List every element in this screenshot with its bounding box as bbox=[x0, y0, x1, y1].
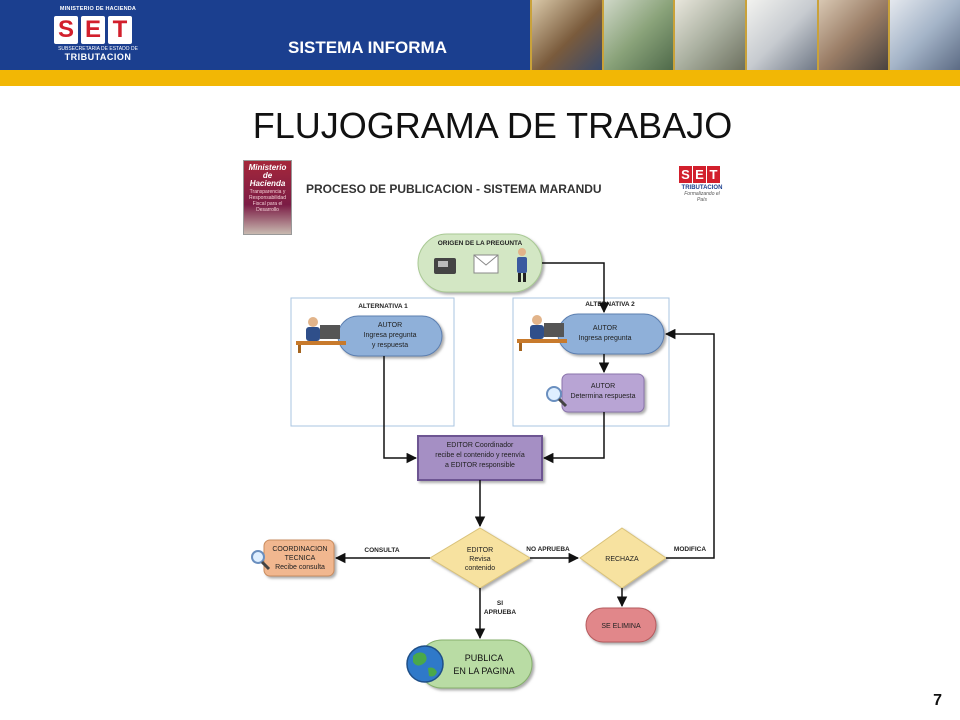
header-photo-strip bbox=[530, 0, 960, 70]
editor-coord-line2: recibe el contenido y reenvía bbox=[435, 452, 525, 459]
worker-at-desk-icon bbox=[517, 315, 567, 351]
autor1-line2: Ingresa pregunta bbox=[364, 332, 417, 339]
logo-letter-t: T bbox=[108, 16, 132, 44]
aprueba-label: APRUEBA bbox=[484, 609, 516, 616]
modifica-label: MODIFICA bbox=[674, 546, 706, 553]
computer-mouse-photo bbox=[673, 0, 746, 70]
process-banner: Ministerio de Hacienda Transparencia y R… bbox=[243, 160, 725, 235]
worker-at-desk-icon bbox=[296, 317, 346, 353]
logo-letter-s: S bbox=[54, 16, 78, 44]
process-title: PROCESO DE PUBLICACION - SISTEMA MARANDU bbox=[306, 182, 602, 196]
alternativa-1-label: ALTERNATIVA 1 bbox=[358, 303, 408, 310]
autor1-line1: AUTOR bbox=[378, 322, 402, 329]
origin-label: ORIGEN DE LA PREGUNTA bbox=[438, 240, 523, 247]
origin-to-autor2-arrow bbox=[542, 262, 610, 314]
page-title: FLUJOGRAMA DE TRABAJO bbox=[252, 105, 733, 146]
autor1-to-editor-arrow bbox=[383, 356, 418, 464]
rechaza-label: RECHAZA bbox=[605, 556, 639, 563]
coordinacion-line3: Recibe consulta bbox=[275, 564, 325, 571]
alternativa-2-label: ALTERNATIVA 2 bbox=[585, 301, 635, 308]
dot-com-photo bbox=[601, 0, 674, 70]
mh-text: Transparencia y Responsabilidad Fiscal p… bbox=[249, 189, 286, 213]
logo-subsecretaria: SUBSECRETARIA DE ESTADO DE bbox=[58, 46, 138, 52]
mh-title: Ministerio de Hacienda bbox=[248, 163, 287, 188]
si-label: SI bbox=[497, 600, 503, 607]
banner-set-slogan: Formalizando el País bbox=[684, 191, 720, 203]
autor3-line1: AUTOR bbox=[591, 383, 615, 390]
cd-disc-photo bbox=[888, 0, 960, 70]
logo-letter-e: E bbox=[81, 16, 105, 44]
autor-ingresa-pregunta-node bbox=[557, 313, 665, 355]
coordinacion-line1: COORDINACION bbox=[272, 546, 327, 553]
editor-revisa-line2: Revisa bbox=[469, 556, 491, 563]
banner-letter-e: E bbox=[693, 166, 706, 183]
header-gold-stripe bbox=[0, 70, 960, 86]
coordinacion-line2: TECNICA bbox=[285, 555, 316, 562]
logo-tributacion: TRIBUTACION bbox=[64, 52, 132, 62]
envelope-icon bbox=[473, 254, 499, 274]
connectors bbox=[334, 262, 715, 640]
header-title: SISTEMA INFORMA bbox=[288, 38, 447, 57]
editor-revisa-line3: contenido bbox=[465, 565, 495, 572]
publica-line2: EN LA PAGINA bbox=[453, 666, 514, 676]
se-elimina-label: SE ELIMINA bbox=[601, 623, 641, 630]
logo-ministry: MINISTERIO DE HACIENDA bbox=[59, 6, 137, 12]
ok-cancel-keys-photo bbox=[745, 0, 817, 70]
publica-line1: PUBLICA bbox=[465, 653, 504, 663]
banner-set-tributacion: TRIBUTACION bbox=[681, 185, 723, 191]
banner-set-logo: S E T TRIBUTACION Formalizando el País bbox=[679, 166, 725, 203]
header: MINISTERIO DE HACIENDA S E T SUBSECRETAR… bbox=[0, 0, 960, 88]
autor2-line1: AUTOR bbox=[593, 325, 617, 332]
editor-revisa-line1: EDITOR bbox=[467, 547, 493, 554]
autor2-line2: Ingresa pregunta bbox=[579, 335, 632, 342]
magnifier-icon bbox=[546, 386, 568, 408]
call-center-photo bbox=[530, 0, 602, 70]
autor3-to-editor-arrow bbox=[542, 412, 605, 464]
set-logo: MINISTERIO DE HACIENDA S E T SUBSECRETAR… bbox=[48, 6, 148, 66]
banner-letter-t: T bbox=[707, 166, 720, 183]
autor1-line3: y respuesta bbox=[372, 342, 408, 349]
editor-coord-line3: a EDITOR responsible bbox=[445, 462, 515, 469]
page-number: 7 bbox=[933, 692, 942, 709]
banner-letter-s: S bbox=[679, 166, 692, 183]
keyboard-typing-photo bbox=[816, 0, 889, 70]
consulta-label: CONSULTA bbox=[364, 547, 399, 554]
banner-set-letters: S E T bbox=[679, 166, 725, 183]
modifica-loop-arrow bbox=[664, 328, 715, 559]
editor-coord-line1: EDITOR Coordinador bbox=[447, 442, 514, 449]
se-elimina-node bbox=[585, 607, 657, 643]
ministerio-hacienda-badge: Ministerio de Hacienda Transparencia y R… bbox=[243, 160, 292, 235]
autor-determina-respuesta-node bbox=[561, 373, 645, 413]
logo-letters: S E T bbox=[54, 16, 132, 44]
globe-icon bbox=[406, 645, 444, 683]
phone-icon bbox=[434, 258, 456, 274]
no-aprueba-label: NO APRUEBA bbox=[526, 546, 570, 553]
autor3-line2: Determina respuesta bbox=[571, 393, 636, 400]
magnifier-icon bbox=[251, 550, 271, 571]
person-icon bbox=[517, 248, 527, 282]
